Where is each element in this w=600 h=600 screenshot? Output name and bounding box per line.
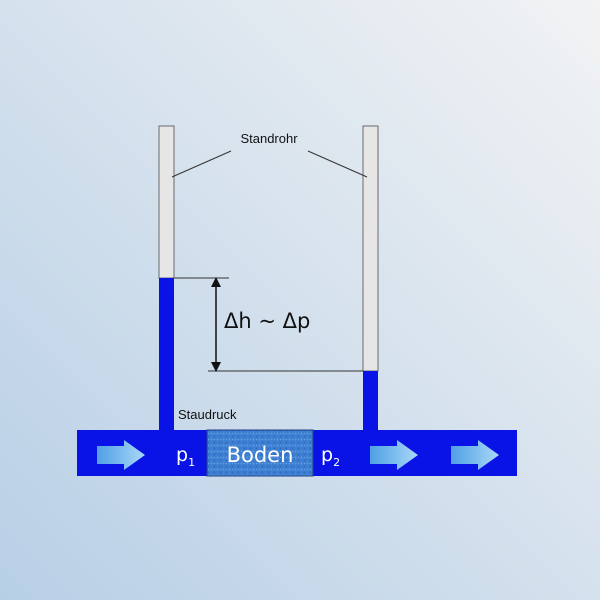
soil-sample (206, 429, 314, 477)
standrohr-leader-left (171, 150, 232, 178)
standpipe-right-empty (362, 125, 379, 372)
flow-arrow-icon (451, 440, 499, 470)
standpipe-left-empty (158, 125, 175, 279)
flow-arrow-icon (97, 440, 145, 470)
flow-arrow-icon (370, 440, 418, 470)
p1-label: p1 (176, 444, 195, 469)
p2-label: p2 (321, 444, 340, 469)
standpipe-left (158, 125, 175, 431)
standpipe-right (362, 125, 379, 431)
standpipe-left-water (159, 278, 174, 431)
standrohr-leader-right (307, 150, 368, 178)
boden-label: Boden (227, 443, 294, 467)
staudruck-label: Staudruck (178, 407, 237, 422)
standrohr-label: Standrohr (240, 131, 298, 146)
delta-label: Δh ~ Δp (224, 309, 310, 333)
standpipe-right-water (363, 371, 378, 431)
